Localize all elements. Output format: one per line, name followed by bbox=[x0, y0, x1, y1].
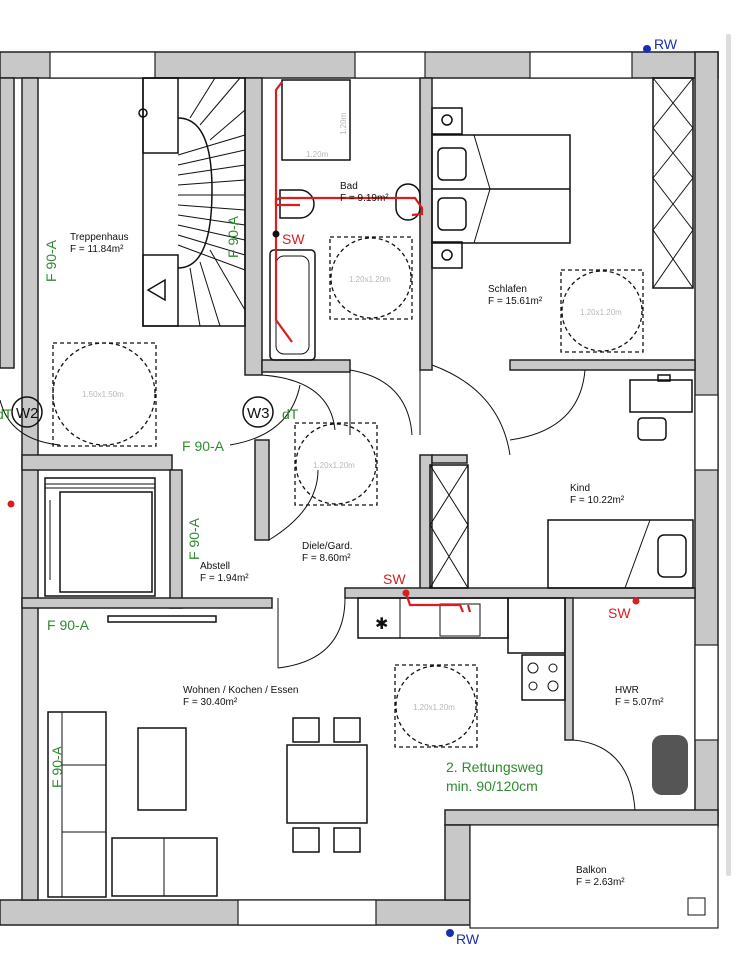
room-area-kind: F = 10.22m² bbox=[570, 495, 625, 506]
room-name-kind: Kind bbox=[570, 483, 590, 494]
room-name-abstell: Abstell bbox=[200, 561, 230, 572]
room-area-balkon: F = 2.63m² bbox=[576, 877, 625, 888]
room-name-hwr: HWR bbox=[615, 685, 639, 696]
bathroom-fixtures bbox=[269, 79, 421, 361]
door-type-label: dT bbox=[282, 406, 299, 422]
fire-rating-label: F 90-A bbox=[225, 215, 241, 258]
room-name-treppenhaus: Treppenhaus bbox=[70, 232, 129, 243]
fire-rating-label: F 90-A bbox=[47, 617, 90, 633]
window bbox=[529, 51, 633, 79]
fire-rating-label: F 90-A bbox=[43, 239, 59, 282]
sewage-label: SW bbox=[282, 231, 305, 247]
wall-marker-w2 bbox=[11, 396, 43, 428]
kitchen: ✱ bbox=[357, 597, 566, 701]
window bbox=[694, 644, 719, 741]
sewage-label: SW bbox=[608, 605, 631, 621]
w3-label: W3 bbox=[247, 405, 270, 422]
rescue-route-width: min. 90/120cm bbox=[446, 778, 538, 794]
clearance-label: 1.20x1.20m bbox=[313, 461, 355, 470]
kids-room-furniture bbox=[429, 374, 694, 589]
fire-rating-label: F 90-A bbox=[49, 745, 65, 788]
balcony-slab bbox=[469, 824, 719, 929]
room-area-treppenhaus: F = 11.84m² bbox=[70, 244, 124, 255]
shower-depth-label: 1.20m bbox=[339, 112, 348, 135]
fire-rating-label: F 90-A bbox=[182, 438, 225, 454]
clearance-label: 1.50x1.50m bbox=[82, 390, 124, 399]
w2-label: W2 bbox=[16, 405, 39, 422]
fire-rating-label: F 90-A bbox=[186, 517, 202, 560]
rainwater-downpipe bbox=[446, 929, 454, 937]
walls bbox=[0, 51, 719, 929]
sewage-pipes bbox=[7, 81, 640, 613]
window bbox=[694, 394, 719, 471]
room-labels: Treppenhaus F = 11.84m² Bad F = 9.19m² S… bbox=[70, 181, 664, 888]
stroller-icon bbox=[652, 735, 688, 795]
window bbox=[49, 51, 156, 79]
room-name-bad: Bad bbox=[340, 181, 358, 192]
sewage-label: SW bbox=[383, 571, 406, 587]
rainwater-downpipe bbox=[643, 45, 651, 53]
room-name-schlafen: Schlafen bbox=[488, 284, 527, 295]
clearance-areas bbox=[52, 236, 644, 748]
wall-marker-w3 bbox=[242, 396, 274, 428]
room-area-bad: F = 9.19m² bbox=[340, 193, 389, 204]
room-area-schlafen: F = 15.61m² bbox=[488, 296, 543, 307]
room-area-abstell: F = 1.94m² bbox=[200, 573, 249, 584]
clearance-label: 1.20x1.20m bbox=[580, 308, 622, 317]
svg-text:✱: ✱ bbox=[375, 616, 388, 633]
living-furniture bbox=[47, 615, 368, 898]
room-area-diele: F = 8.60m² bbox=[302, 553, 351, 564]
bedroom-furniture bbox=[431, 77, 694, 289]
elevator bbox=[44, 477, 156, 597]
rainwater-label: RW bbox=[654, 36, 678, 52]
staircase bbox=[138, 77, 246, 327]
room-name-balkon: Balkon bbox=[576, 865, 607, 876]
clearance-label: 1.20x1.20m bbox=[413, 703, 455, 712]
doors bbox=[0, 364, 636, 811]
rescue-route-label: 2. Rettungsweg bbox=[446, 759, 543, 775]
room-area-hwr: F = 5.07m² bbox=[615, 697, 664, 708]
shower-width-label: 1.20m bbox=[306, 150, 329, 159]
door-type-label: dT bbox=[0, 406, 13, 422]
room-area-wohnen: F = 30.40m² bbox=[183, 697, 238, 708]
room-name-wohnen: Wohnen / Kochen / Essen bbox=[183, 685, 298, 696]
scrollbar[interactable] bbox=[726, 34, 731, 876]
room-name-diele: Diele/Gard. bbox=[302, 541, 353, 552]
window bbox=[237, 899, 377, 926]
rainwater-label: RW bbox=[456, 931, 480, 947]
window bbox=[354, 51, 426, 79]
clearance-label: 1.20x1.20m bbox=[349, 275, 391, 284]
